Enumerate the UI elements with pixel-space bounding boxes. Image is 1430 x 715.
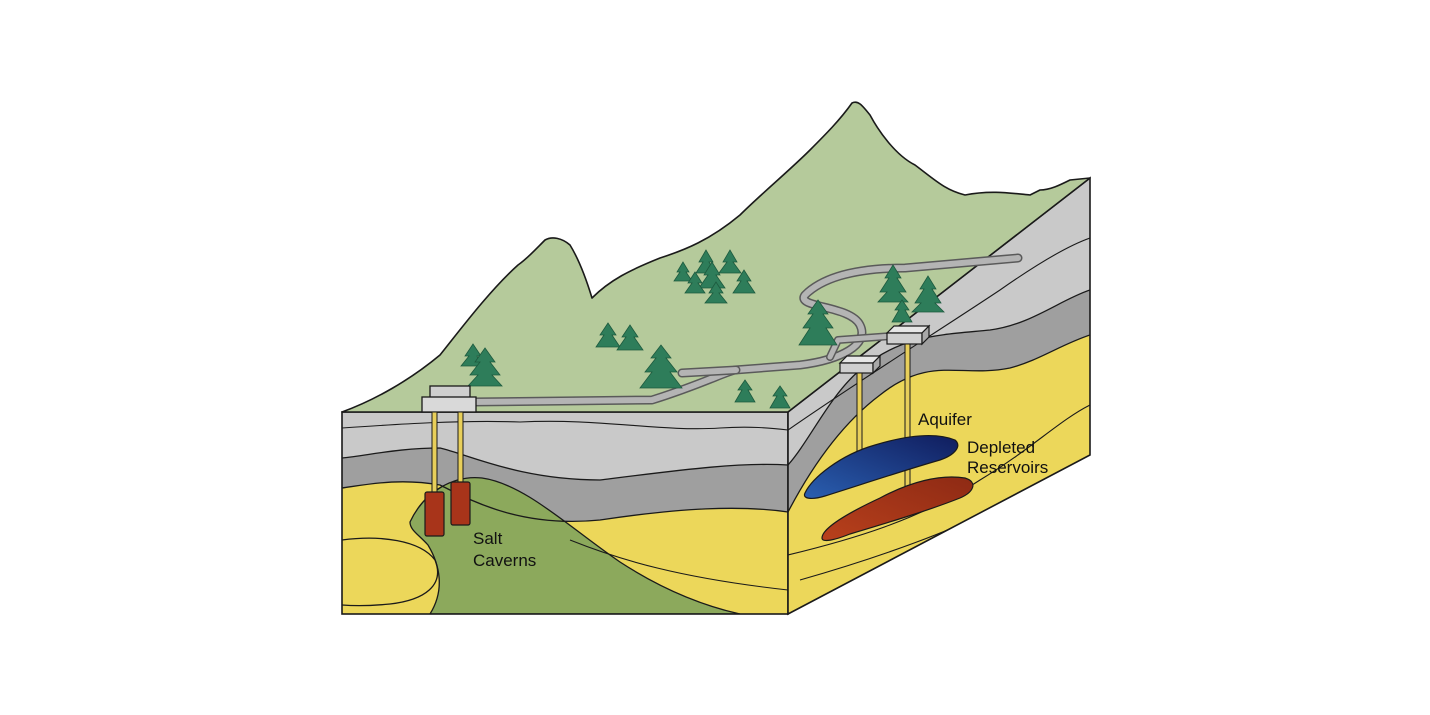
tree xyxy=(639,344,683,389)
depleted-reservoirs-label-line2: Reservoirs xyxy=(967,458,1048,477)
tree xyxy=(891,299,913,323)
tree xyxy=(684,271,706,294)
tree xyxy=(718,249,742,274)
reservoir-wellhead xyxy=(885,324,931,346)
salt-dome xyxy=(409,476,741,614)
aquifer-label: Aquifer xyxy=(918,410,972,429)
depleted-reservoirs-label-line1: Depleted xyxy=(967,438,1035,457)
tree xyxy=(673,261,693,282)
tree xyxy=(769,385,791,409)
tree xyxy=(798,299,838,346)
tree xyxy=(877,264,909,303)
salt-cavern-wellhead xyxy=(421,385,477,413)
salt-caverns-label-line1: Salt xyxy=(473,529,503,548)
trees xyxy=(460,249,945,409)
tree xyxy=(595,322,621,348)
salt-caverns-label-line2: Caverns xyxy=(473,551,536,570)
tree xyxy=(467,347,503,387)
terrain-surface xyxy=(341,101,1091,413)
depleted-reservoir-body xyxy=(821,476,974,542)
salt-cavern xyxy=(424,491,445,537)
tree xyxy=(616,324,644,351)
tree xyxy=(911,275,945,313)
front-face-strata xyxy=(342,412,788,614)
tree xyxy=(732,269,756,294)
pipeline xyxy=(465,253,1023,407)
tree xyxy=(704,281,728,304)
tree xyxy=(734,379,756,403)
aquifer-body xyxy=(803,435,959,499)
aquifer-wellhead xyxy=(838,354,882,375)
salt-cavern xyxy=(450,481,471,526)
